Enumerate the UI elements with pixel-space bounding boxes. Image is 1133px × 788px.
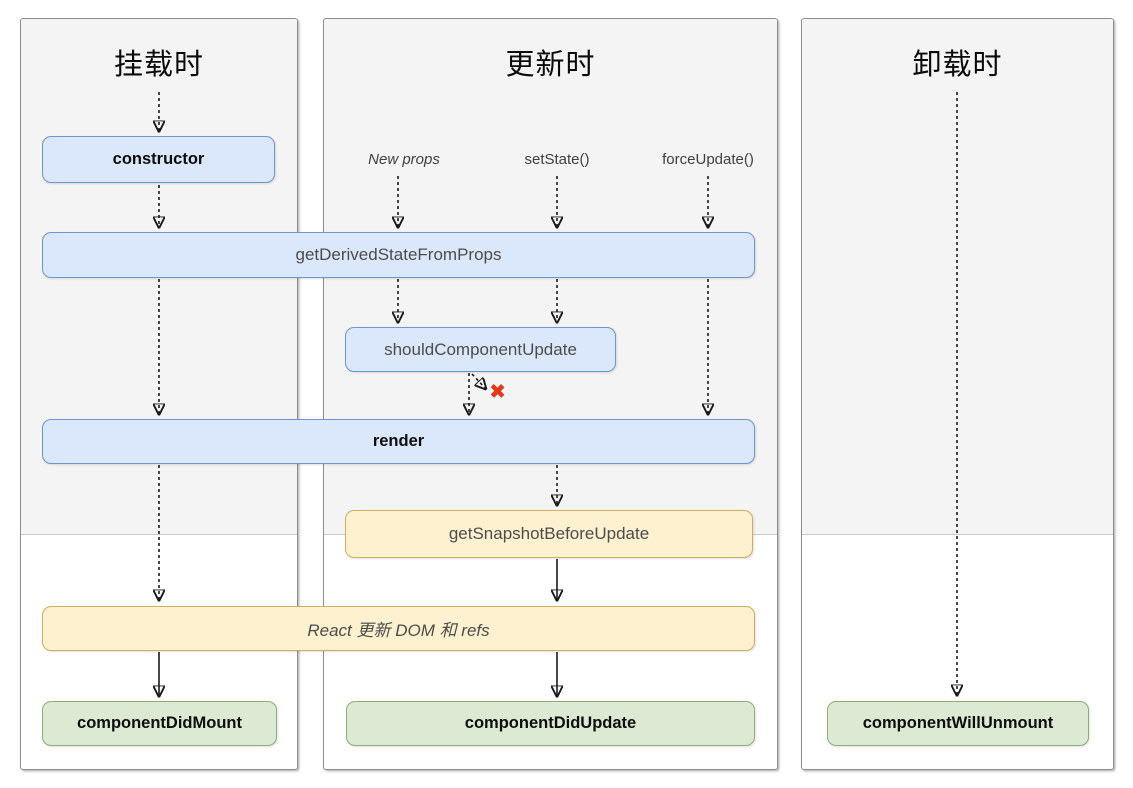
box-constructor: constructor [42, 136, 275, 183]
label-new-props: New props [368, 151, 440, 168]
panel-title-mounting: 挂载时 [113, 49, 204, 81]
box-componentwillunmount: componentWillUnmount [827, 701, 1089, 746]
skip-render-x-icon: ✖ [489, 381, 506, 403]
box-render: render [42, 419, 755, 464]
box-componentdidupdate: componentDidUpdate [346, 701, 755, 746]
box-react-updates-dom-and-refs: React 更新 DOM 和 refs [42, 606, 755, 651]
panel-updating: 更新时 [323, 18, 778, 770]
panel-mounting: 挂载时 [20, 18, 298, 770]
box-getderivedstatefromprops: getDerivedStateFromProps [42, 232, 755, 278]
panel-title-unmounting: 卸载时 [912, 49, 1003, 81]
box-componentdidmount: componentDidMount [42, 701, 277, 746]
unmounting-render-phase-region [802, 19, 1113, 535]
panel-unmounting: 卸载时 [801, 18, 1114, 770]
label-forceupdate: forceUpdate() [662, 151, 754, 168]
panel-title-updating: 更新时 [505, 49, 596, 81]
label-setstate: setState() [524, 151, 590, 168]
box-getsnapshotbeforeupdate: getSnapshotBeforeUpdate [345, 510, 753, 558]
box-shouldcomponentupdate: shouldComponentUpdate [345, 327, 616, 372]
